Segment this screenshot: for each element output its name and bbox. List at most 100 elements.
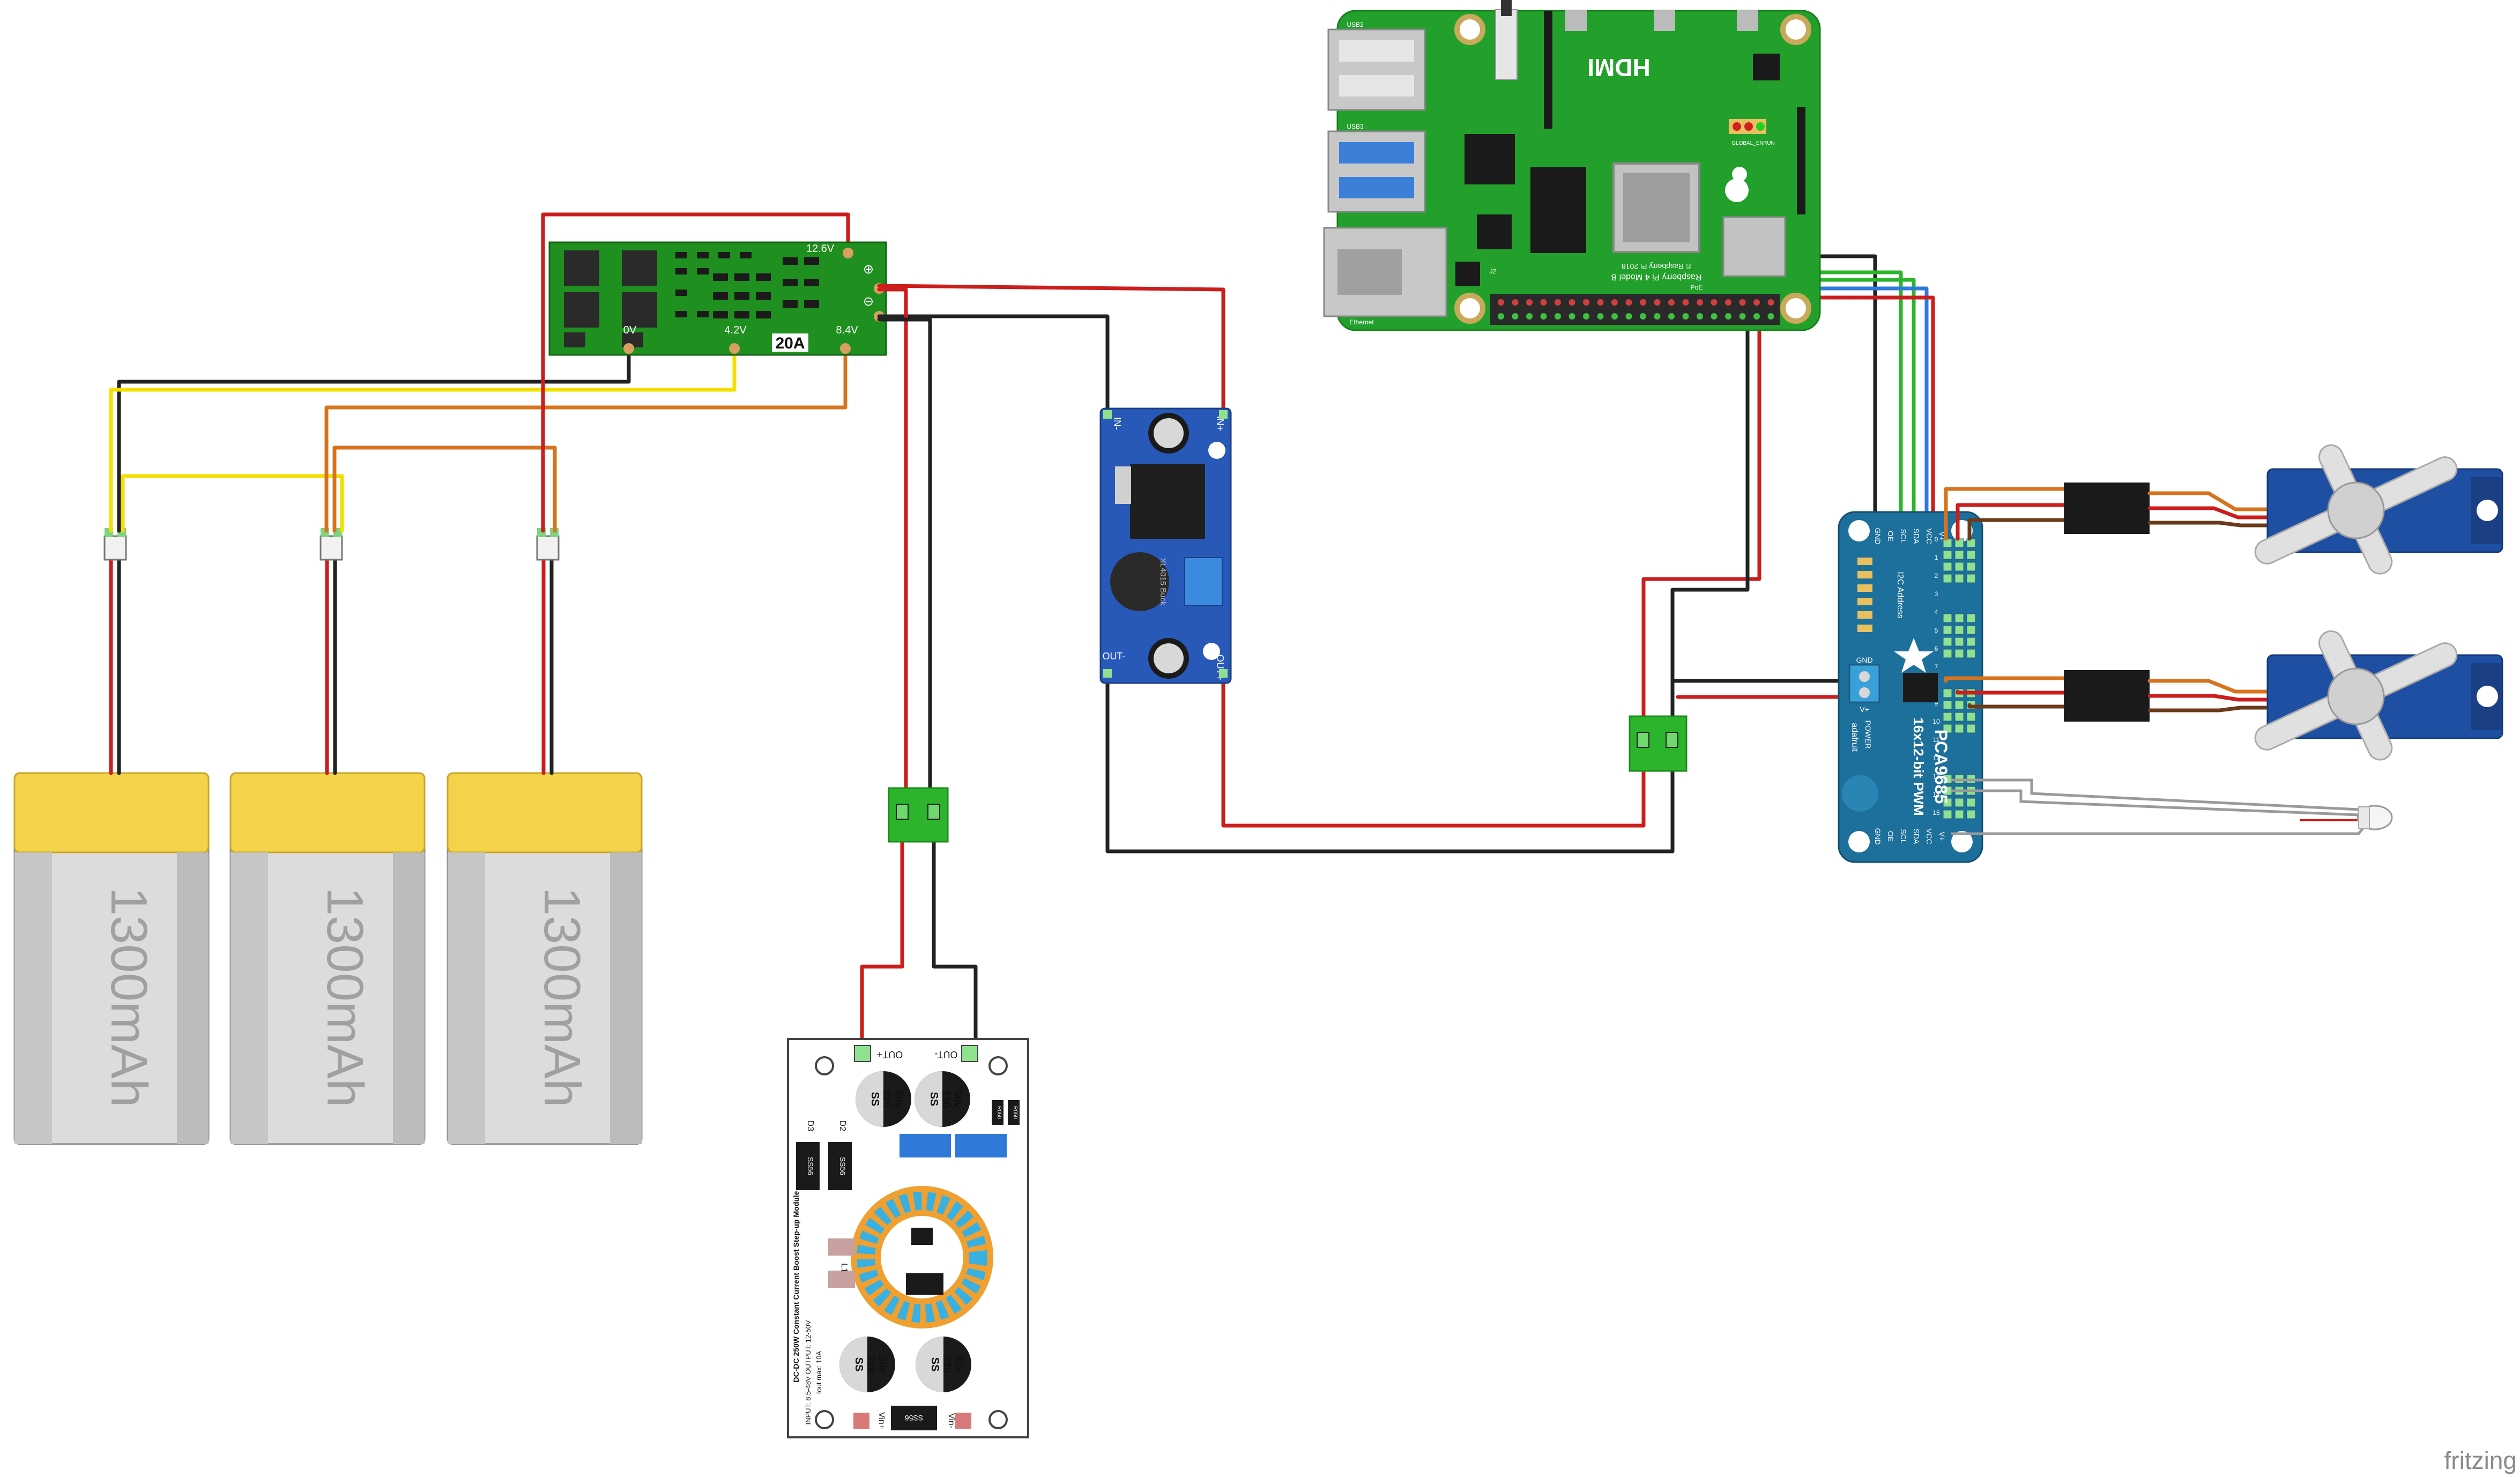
pwm-top-pin-label: GND: [1874, 528, 1882, 544]
battery-1-label: 1300mAh: [100, 887, 158, 1108]
pwm-header-pin: [1954, 574, 1964, 583]
gpio-pin: [1640, 299, 1646, 306]
pwm-channel-label: 1: [1935, 554, 1938, 561]
boost-capacitor-text: 220: [940, 1090, 951, 1108]
pwm-header-pin: [1966, 625, 1976, 635]
pwm-channel-label: 7: [1935, 663, 1938, 671]
pwm-address-label: I2C Address: [1895, 571, 1905, 618]
gpio-pin: [1526, 299, 1533, 306]
pwm-channel-label: 9: [1935, 700, 1938, 707]
gpio-pin: [1512, 299, 1519, 306]
pwm-header-pin: [1966, 550, 1976, 560]
gpio-pin: [1654, 313, 1661, 320]
pwm-header-pin: [1966, 562, 1976, 571]
pwm-bottom-pin-label: OE: [1886, 831, 1895, 842]
boost-capacitor-text: 220: [865, 1355, 876, 1373]
buck-chip-text: XL4015 Buck: [1158, 558, 1168, 606]
bms-label-12v6: 12.6V: [806, 243, 835, 255]
junction-left: [888, 787, 949, 843]
pwm-header-pin: [1954, 798, 1964, 807]
pwm-terminal-gnd: GND: [1856, 656, 1872, 664]
boost-diode-d3: D3: [806, 1120, 815, 1132]
gpio-pin: [1753, 299, 1760, 306]
battery-2-label: 1300mAh: [316, 887, 374, 1108]
servo-wires: [1944, 483, 2286, 722]
pwm-header-pin: [1943, 574, 1952, 583]
buck-in-minus-label: IN-: [1112, 417, 1123, 430]
junction-right: [1629, 715, 1688, 772]
boost-resistor-2: R050: [1012, 1106, 1018, 1119]
gpio-pin: [1682, 313, 1689, 320]
pwm-channel-label: 4: [1935, 608, 1938, 616]
pwm-header-pin: [1943, 810, 1952, 819]
bms-label-0v: 0V: [623, 324, 637, 336]
led: [2357, 805, 2393, 830]
pi-port-usb3: USB3: [1347, 123, 1364, 130]
raspberry-pi: USB2 USB3 Ethernet HDMI Raspberry Pi 4 M…: [1323, 0, 1821, 331]
pi-label-run: RUN: [1763, 140, 1775, 146]
pwm-header-pin: [1954, 810, 1964, 819]
boost-title: DC-DC 250W Constant Current Boost Step-u…: [792, 1191, 800, 1382]
pwm-header-pin: [1954, 712, 1964, 722]
battery-2: 1300mAh: [229, 772, 426, 1145]
pwm-channel-label: 12: [1932, 754, 1940, 762]
gpio-pin: [1697, 299, 1703, 306]
pwm-header-pin: [1943, 700, 1952, 710]
pwm-header-pin: [1966, 798, 1976, 807]
boost-out-plus: OUT+: [877, 1049, 903, 1060]
pwm-top-pin-label: OE: [1886, 531, 1895, 541]
pwm-header-pin: [1943, 562, 1952, 571]
boost-diode-d2: D2: [838, 1120, 847, 1132]
pwm-terminal-vplus: V+: [1860, 705, 1869, 714]
pwm-header-pin: [1966, 724, 1976, 733]
gpio-pin: [1512, 313, 1519, 320]
pi-copyright-text: © Raspberry Pi 2018: [1622, 262, 1691, 271]
gpio-pin: [1611, 313, 1618, 320]
gpio-pin: [1583, 313, 1589, 320]
led-wires: [1951, 778, 2370, 835]
pwm-header-pin: [1943, 625, 1952, 635]
pwm-header-pin: [1966, 538, 1976, 548]
gpio-pin: [1498, 313, 1504, 320]
servo-1: [2254, 444, 2503, 575]
gpio-pin: [1739, 313, 1746, 320]
pwm-channel-label: 11: [1933, 736, 1940, 744]
bms-minus-symbol: ⊖: [863, 294, 874, 309]
pwm-header-pin: [1943, 712, 1952, 722]
bms-rating: 20A: [775, 335, 805, 352]
pwm-channel-label: 10: [1932, 718, 1940, 725]
pwm-header-pin: [1966, 613, 1976, 623]
pi-port-usb2: USB2: [1347, 21, 1364, 28]
pwm-header-pin: [1954, 700, 1964, 710]
boost-capacitor-text: 50v: [876, 1355, 888, 1374]
gpio-pin: [1668, 313, 1675, 320]
boost-vin-plus: Vin+: [877, 1412, 886, 1429]
pwm-bottom-pin-label: SCL: [1899, 829, 1908, 843]
pwm-header-pin: [1943, 538, 1952, 548]
buck-converter: IN- IN+ XL4015 Buck OUT- OUT+: [1099, 407, 1232, 684]
gpio-pin: [1640, 313, 1646, 320]
boost-capacitor-text: 50v: [953, 1355, 964, 1374]
pwm-header-pin: [1943, 688, 1952, 698]
pi-label-j2: J2: [1490, 268, 1497, 275]
pwm-channel-label: 13: [1932, 773, 1940, 780]
pwm-bottom-pin-label: V+: [1938, 832, 1946, 841]
gpio-pin: [1569, 313, 1575, 320]
pi-label-global-en: GLOBAL_EN: [1731, 140, 1763, 146]
pwm-bottom-pin-label: GND: [1874, 828, 1882, 844]
pwm-header-pin: [1954, 625, 1964, 635]
boost-spec-2: Iout max: 10A: [815, 1351, 823, 1394]
boost-out-minus: OUT-: [934, 1049, 957, 1060]
pwm-header-pin: [1954, 538, 1964, 548]
pwm-channel-label: 2: [1935, 572, 1938, 580]
gpio-pin: [1654, 299, 1661, 306]
power-wires: [860, 254, 1935, 1057]
